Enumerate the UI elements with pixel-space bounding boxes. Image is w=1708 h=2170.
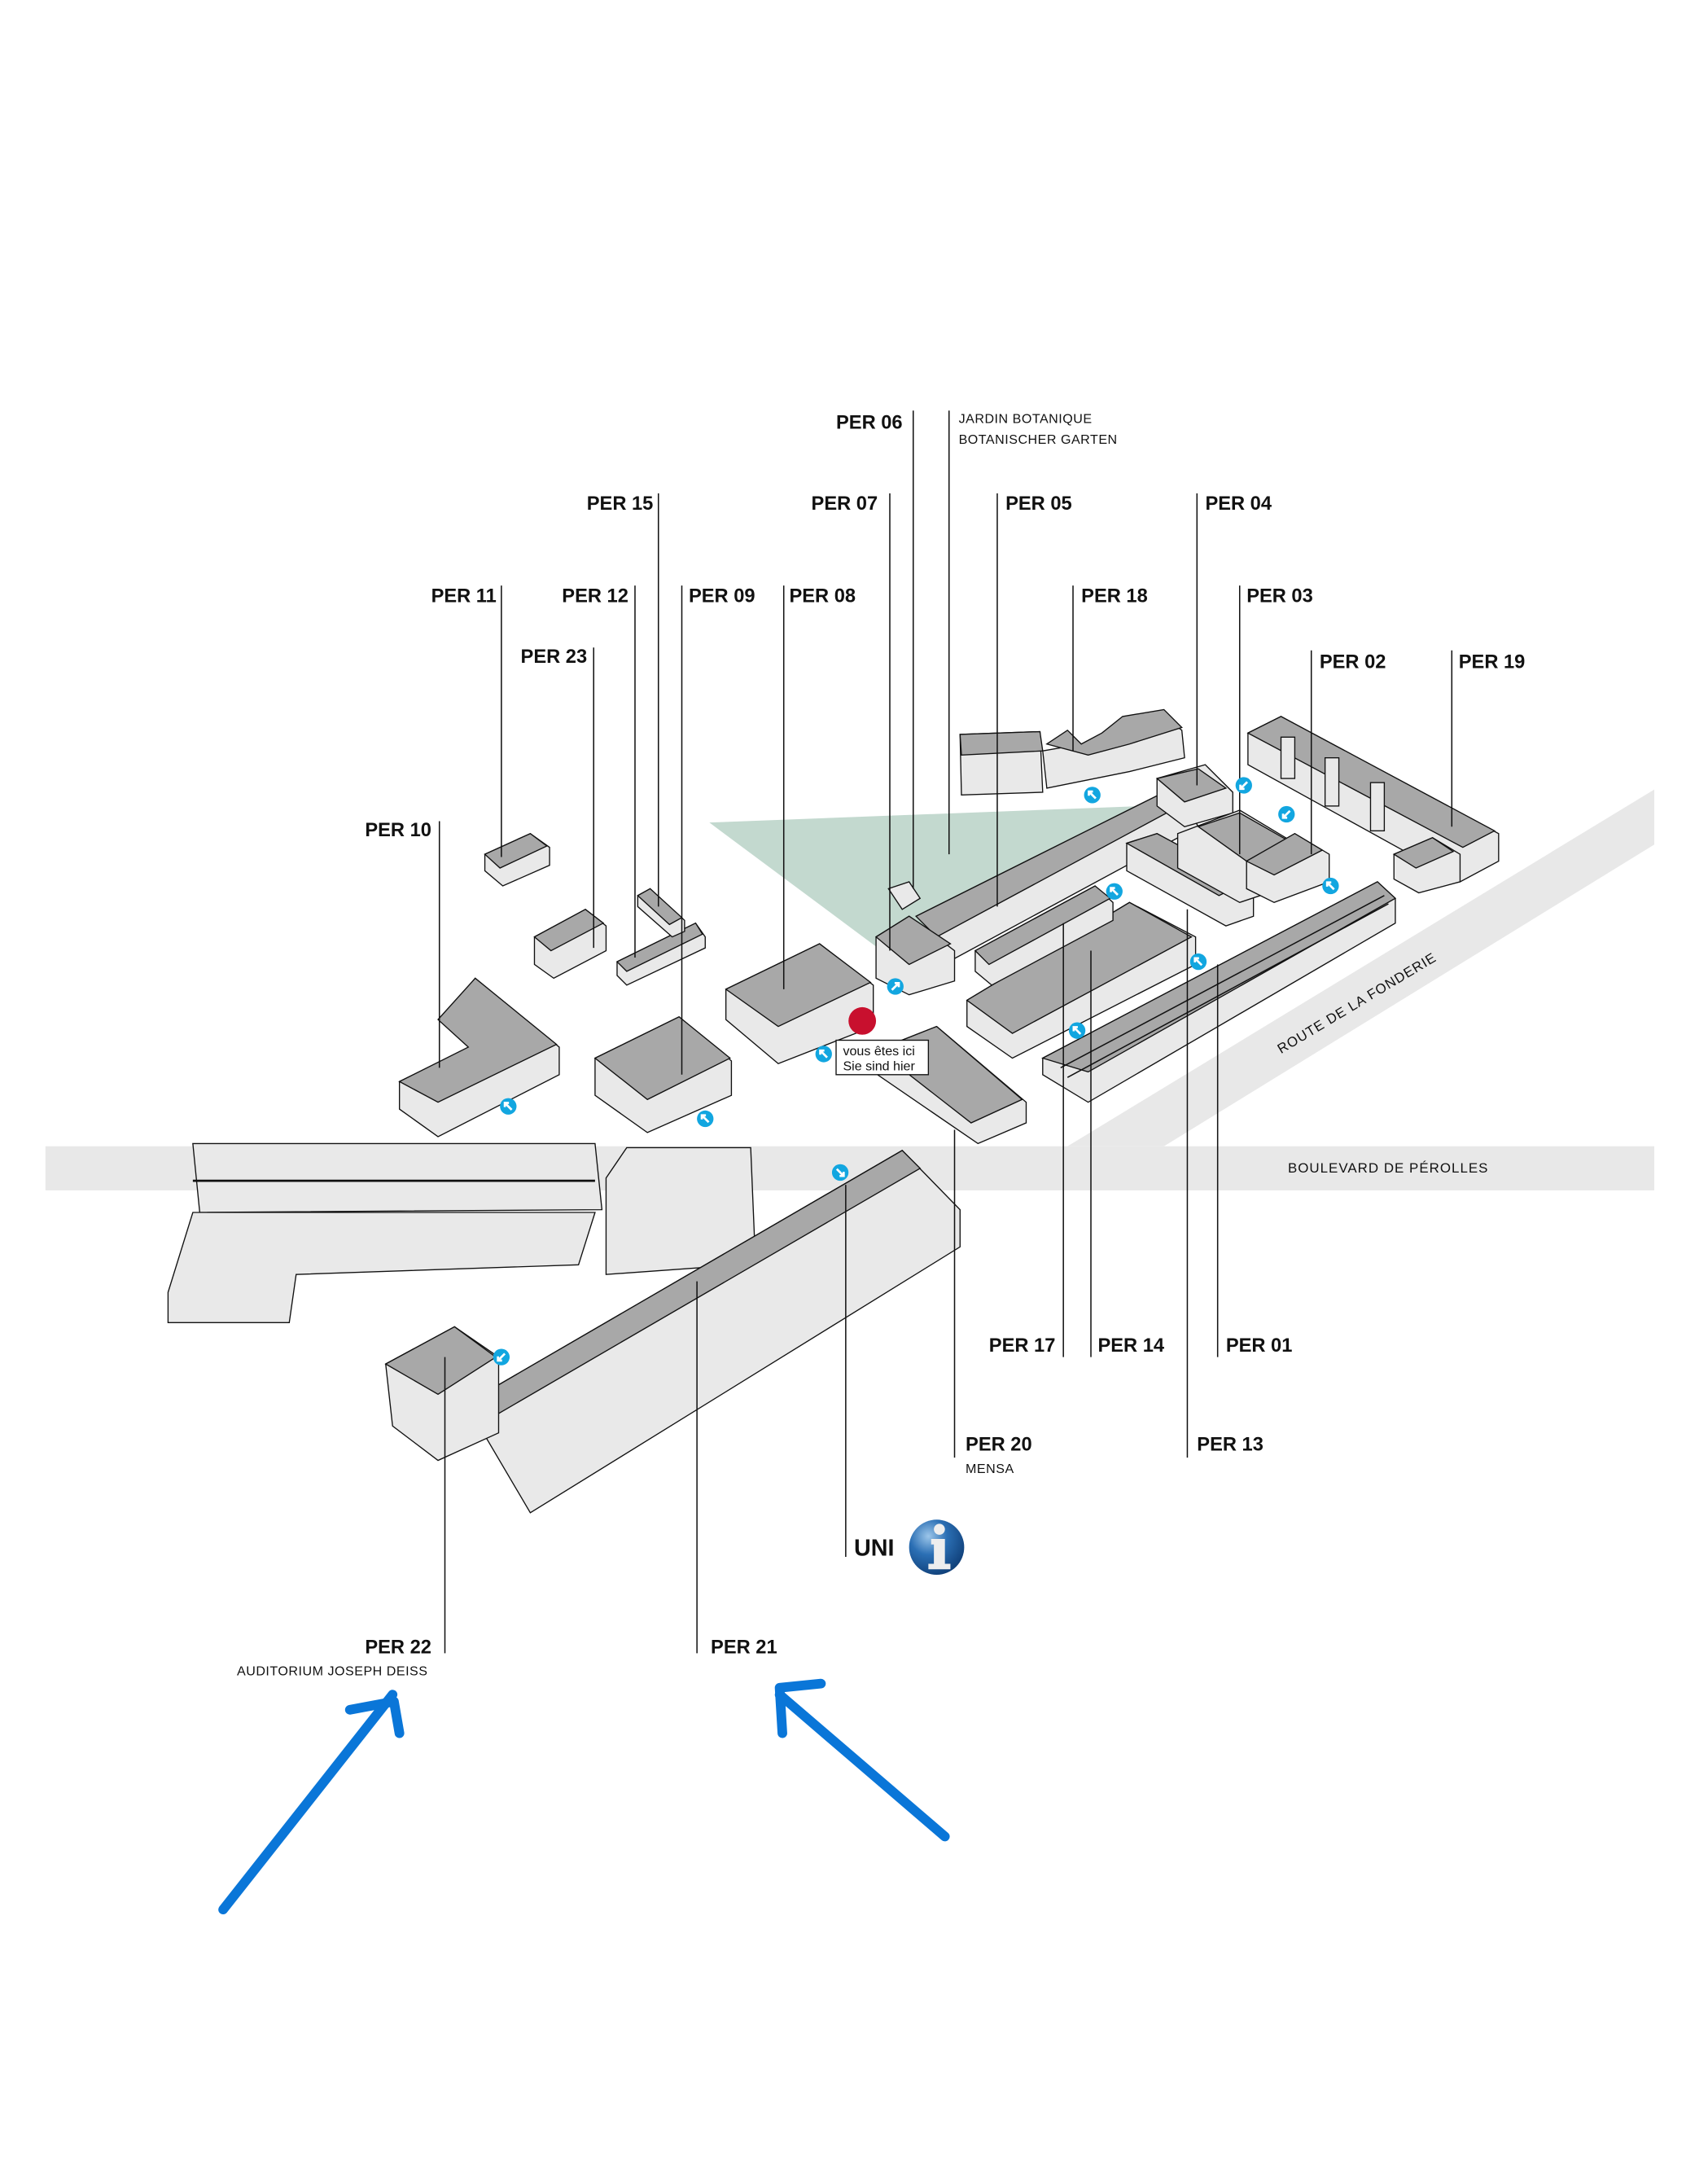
label-per07: PER 07 — [812, 493, 878, 515]
building-per08 — [725, 943, 874, 1065]
entrance-markers — [493, 777, 1339, 1366]
label-per20-subtitle: MENSA — [966, 1462, 1014, 1476]
entrance-icon — [1068, 1022, 1086, 1039]
you-are-here-dot — [848, 1006, 877, 1035]
label-per03: PER 03 — [1246, 585, 1313, 607]
entrance-icon — [1322, 877, 1339, 895]
building-labels: PER 06 JARDIN BOTANIQUE BOTANISCHER GART… — [237, 412, 1525, 1679]
entrance-icon — [1189, 953, 1207, 971]
entrance-icon — [1106, 883, 1123, 900]
label-per06: PER 06 — [836, 412, 903, 433]
label-per12: PER 12 — [562, 585, 628, 607]
uni-info-point[interactable]: UNI — [854, 1519, 965, 1575]
label-per04: PER 04 — [1205, 493, 1272, 515]
entrance-icon — [697, 1110, 714, 1128]
label-per02: PER 02 — [1320, 652, 1386, 673]
entrance-icon — [500, 1098, 517, 1115]
route-de-la-fonderie-road — [1067, 789, 1655, 1146]
label-per13: PER 13 — [1197, 1435, 1263, 1456]
building-per09 — [593, 1015, 733, 1133]
garden-label-de: BOTANISCHER GARTEN — [959, 432, 1118, 447]
label-per22: PER 22 — [365, 1637, 431, 1658]
label-per23: PER 23 — [521, 647, 588, 668]
building-per07 — [874, 881, 956, 996]
info-icon[interactable] — [909, 1519, 965, 1575]
label-per17: PER 17 — [989, 1335, 1056, 1357]
entrance-icon — [815, 1046, 832, 1063]
label-per21: PER 21 — [711, 1637, 777, 1658]
building-per13 — [1041, 881, 1397, 1103]
entrance-icon — [1084, 787, 1101, 804]
label-per20: PER 20 — [966, 1435, 1032, 1456]
building-per04 — [1155, 764, 1233, 828]
you-are-here-box — [835, 1039, 930, 1076]
entrance-icon — [493, 1348, 510, 1366]
boulevard-label: BOULEVARD DE PÉROLLES — [1288, 1160, 1489, 1176]
label-per14: PER 14 — [1097, 1335, 1164, 1357]
label-per18: PER 18 — [1081, 585, 1148, 607]
label-per09: PER 09 — [689, 585, 755, 607]
label-per15: PER 15 — [587, 493, 654, 515]
building-per22 — [384, 1326, 500, 1462]
direction-arrows — [218, 1678, 950, 1915]
leader-lines — [438, 410, 1453, 1654]
label-per10: PER 10 — [365, 820, 431, 841]
building-main-boulevard — [167, 1142, 755, 1324]
entrance-icon — [831, 1164, 849, 1181]
arrow-to-per22-icon — [218, 1690, 405, 1915]
you-are-here-fr: vous êtes ici — [843, 1044, 914, 1059]
garden-label-fr: JARDIN BOTANIQUE — [959, 412, 1093, 427]
building-per02 — [1245, 832, 1330, 904]
building-per18 — [959, 708, 1185, 796]
buildings — [167, 708, 1500, 1514]
entrance-icon — [887, 978, 904, 995]
building-per23 — [533, 908, 607, 980]
building-per15 — [637, 888, 685, 938]
label-per19: PER 19 — [1459, 652, 1526, 673]
label-per01: PER 01 — [1226, 1335, 1293, 1357]
uni-info-label: UNI — [854, 1535, 895, 1561]
building-per12 — [615, 922, 706, 986]
label-per05: PER 05 — [1005, 493, 1072, 515]
label-per22-subtitle: AUDITORIUM JOSEPH DEISS — [237, 1664, 428, 1678]
you-are-here-de: Sie sind hier — [843, 1059, 915, 1074]
label-per11: PER 11 — [431, 585, 497, 607]
entrance-icon — [1235, 777, 1252, 794]
you-are-here-marker: vous êtes ici Sie sind hier — [835, 1006, 930, 1076]
building-per19 — [1246, 716, 1500, 894]
building-per11 — [484, 832, 550, 887]
botanical-garden-area — [709, 805, 1144, 951]
arrow-to-per21-icon — [774, 1678, 950, 1842]
entrance-icon — [1278, 805, 1295, 823]
building-per10 — [398, 977, 560, 1138]
label-per08: PER 08 — [789, 585, 856, 607]
